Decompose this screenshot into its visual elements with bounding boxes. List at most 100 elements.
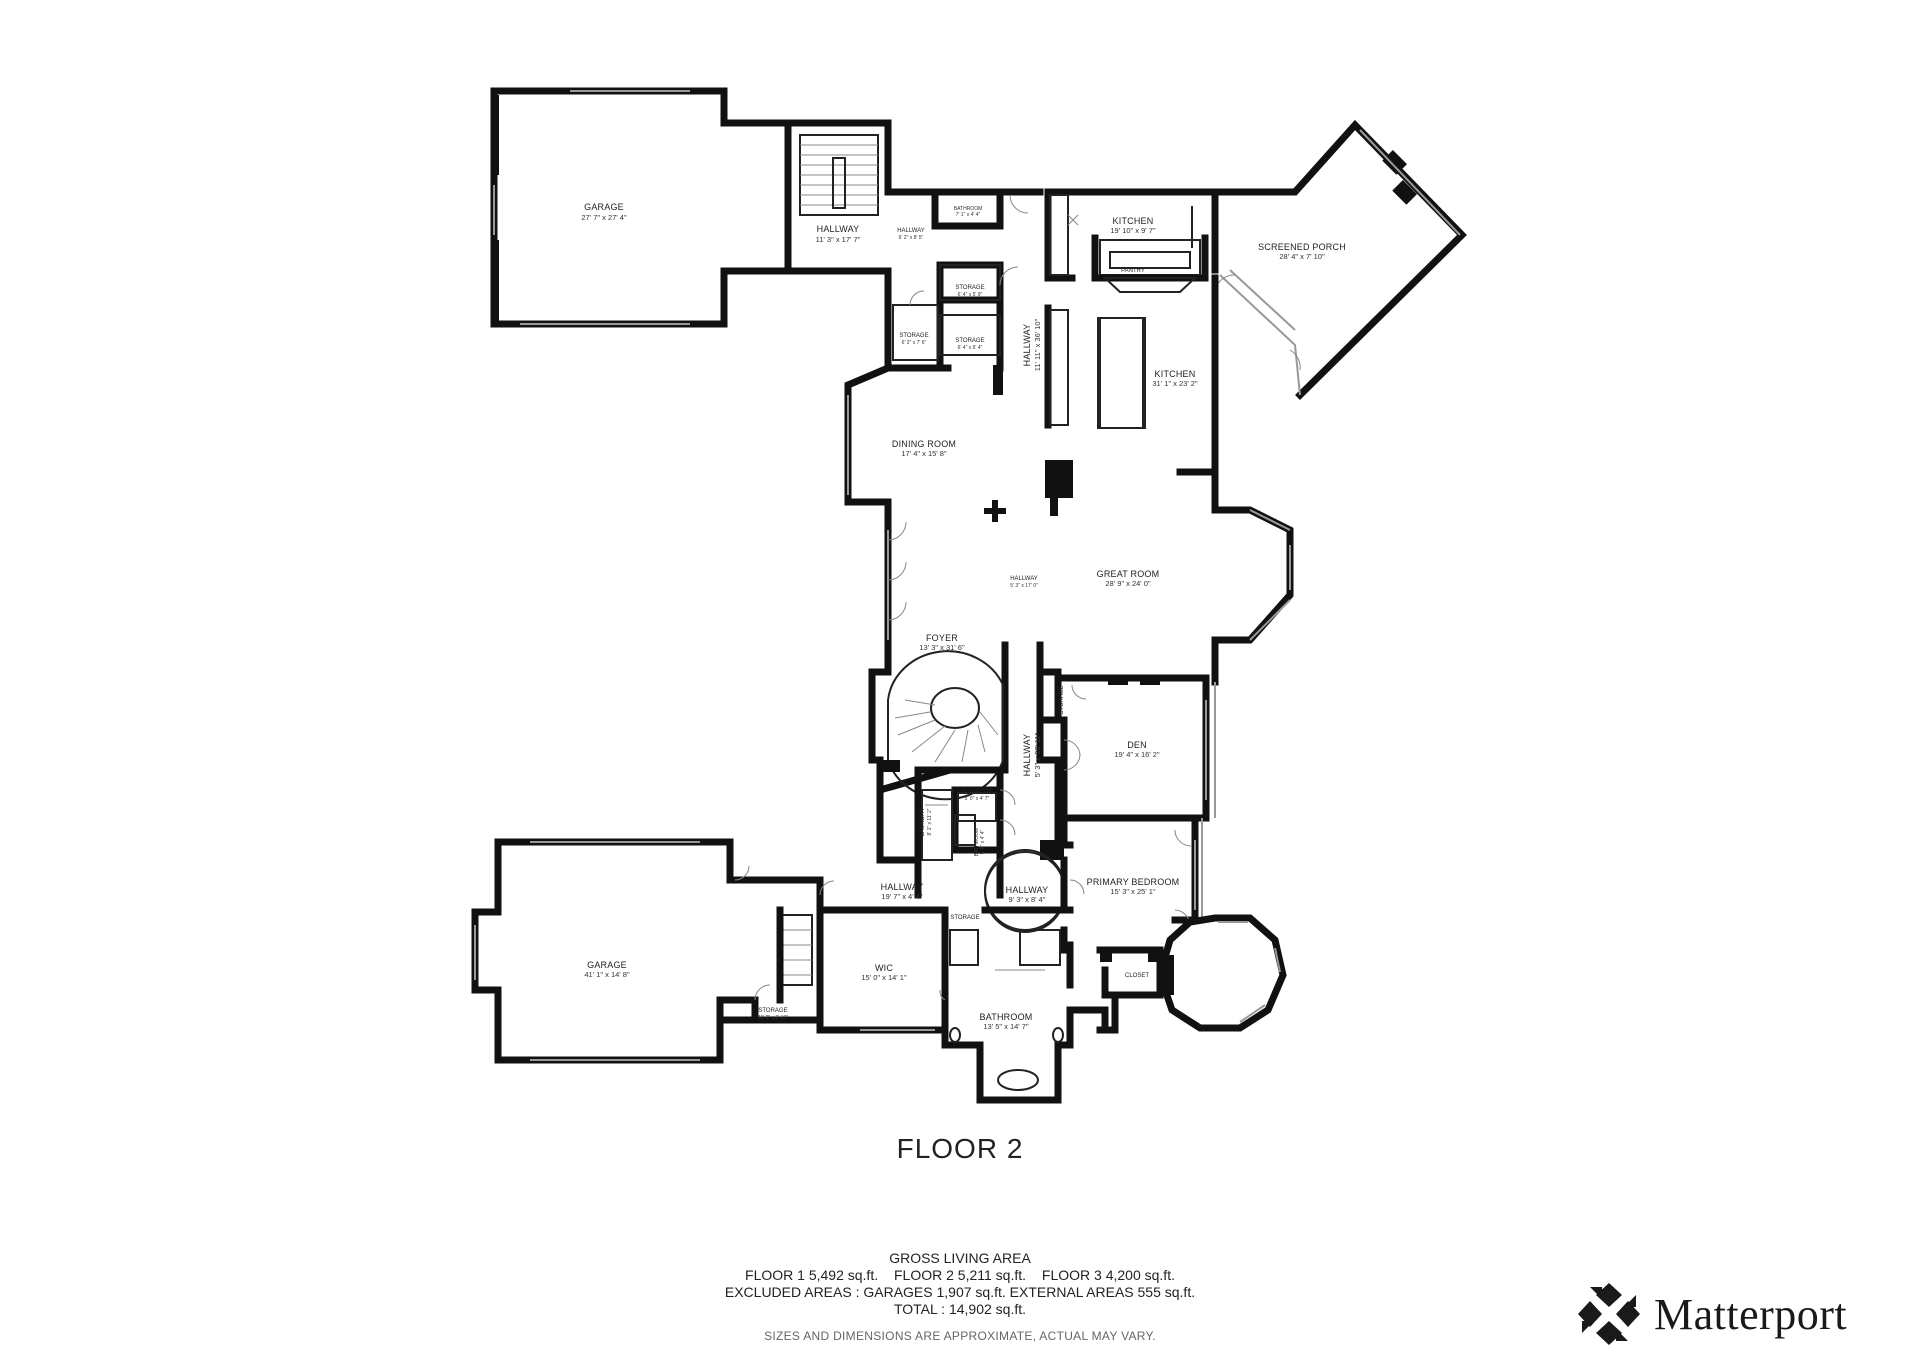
svg-text:5' 3" x 17' 0": 5' 3" x 17' 0" <box>1010 583 1038 589</box>
room-label-storage-c: STORAGE 6' 4" x 6' 4" <box>955 338 984 351</box>
room-label-elevator: ELEVATOR 5' 0" x 4' 7" <box>961 789 993 802</box>
matterport-logo-icon <box>1578 1283 1640 1345</box>
svg-text:STORAGE: STORAGE <box>758 1008 787 1014</box>
svg-text:6' 2" x 7' 6": 6' 2" x 7' 6" <box>902 340 927 346</box>
room-label-hallway-stair: HALLWAY 11' 3" x 17' 7" <box>816 224 861 244</box>
room-label-garage-south: GARAGE 41' 1" x 14' 8" <box>584 960 630 979</box>
svg-text:BATHROOM: BATHROOM <box>980 1012 1033 1022</box>
svg-text:STORAGE: STORAGE <box>899 333 928 339</box>
svg-text:HALLWAY: HALLWAY <box>1022 324 1032 367</box>
wall-laundry-core <box>876 766 1016 899</box>
room-label-storage-b: STORAGE 6' 2" x 7' 6" <box>899 333 928 346</box>
room-label-storage-bath: STORAGE <box>950 915 979 921</box>
room-label-bathroom-small: BATHROOM 7' 1" x 4' 4" <box>954 206 983 218</box>
svg-text:19' 4" x 16' 2": 19' 4" x 16' 2" <box>1114 750 1160 759</box>
svg-text:11' 2" x 3' 10": 11' 2" x 3' 10" <box>758 1015 788 1021</box>
svg-text:HALLWAY: HALLWAY <box>881 882 924 892</box>
wall-garage-south <box>471 838 824 1064</box>
svg-text:KITCHEN: KITCHEN <box>1113 216 1154 226</box>
wall-primary-bath <box>941 906 1109 1104</box>
svg-text:GARAGE: GARAGE <box>587 960 627 970</box>
room-label-pantry: PANTRY <box>1121 268 1145 274</box>
room-label-hallway-den: HALLWAY 5' 3" x 23' 11" <box>1022 732 1042 777</box>
summary-floor3: FLOOR 3 4,200 sq.ft. <box>1041 1267 1175 1283</box>
svg-text:19' 10" x 9' 7": 19' 10" x 9' 7" <box>1110 226 1156 235</box>
room-label-storage-den: STORAGE <box>1059 685 1065 714</box>
svg-text:13' 5" x 14' 7": 13' 5" x 14' 7" <box>983 1022 1029 1031</box>
svg-text:41' 1" x 14' 8": 41' 1" x 14' 8" <box>584 970 630 979</box>
summary-total: TOTAL : 14,902 sq.ft. <box>893 1301 1027 1317</box>
svg-text:31' 1" x 23' 2": 31' 1" x 23' 2" <box>1152 379 1198 388</box>
svg-text:15' 3" x 25' 1": 15' 3" x 25' 1" <box>1110 887 1156 896</box>
svg-text:6' 2" x 8' 5": 6' 2" x 8' 5" <box>899 235 924 241</box>
wall-main-living <box>844 274 1294 764</box>
room-label-hallway-long: HALLWAY 11' 11" x 36' 10" <box>1022 318 1042 371</box>
wall-den <box>1036 668 1216 822</box>
area-summary: GROSS LIVING AREA FLOOR 1 5,492 sq.ft. F… <box>0 1250 1920 1318</box>
room-label-screened-porch: SCREENED PORCH 28' 4" x 7' 10" <box>1258 242 1346 261</box>
summary-floor2: FLOOR 2 5,211 sq.ft. <box>893 1267 1027 1283</box>
svg-text:HALLWAY: HALLWAY <box>817 224 860 234</box>
svg-text:STORAGE: STORAGE <box>950 915 979 921</box>
svg-text:BATHROOM: BATHROOM <box>974 828 980 857</box>
room-label-primary-bedroom: PRIMARY BEDROOM 15' 3" x 25' 1" <box>1087 877 1180 896</box>
svg-text:BATHROOM: BATHROOM <box>954 206 983 212</box>
svg-text:5' 0" x 4' 7": 5' 0" x 4' 7" <box>965 796 990 802</box>
room-label-storage-a: STORAGE 6' 4" x 5' 9" <box>955 285 984 298</box>
svg-text:PRIMARY BEDROOM: PRIMARY BEDROOM <box>1087 877 1180 887</box>
svg-text:CLOSET: CLOSET <box>1125 973 1149 979</box>
floor-title: FLOOR 2 <box>896 1133 1024 1164</box>
svg-text:27' 7" x 27' 4": 27' 7" x 27' 4" <box>581 213 627 222</box>
svg-text:11' 11" x 36' 10": 11' 11" x 36' 10" <box>1033 318 1042 371</box>
svg-text:17' 4" x 15' 8": 17' 4" x 15' 8" <box>901 449 947 458</box>
summary-heading: GROSS LIVING AREA <box>889 1250 1031 1266</box>
svg-text:GARAGE: GARAGE <box>584 202 624 212</box>
svg-text:SCREENED PORCH: SCREENED PORCH <box>1258 242 1346 252</box>
svg-text:9' 3" x 8' 4": 9' 3" x 8' 4" <box>1009 895 1046 904</box>
room-label-bathroom-primary: BATHROOM 13' 5" x 14' 7" <box>980 1012 1033 1031</box>
svg-text:28' 4" x 7' 10": 28' 4" x 7' 10" <box>1279 252 1325 261</box>
svg-text:STORAGE: STORAGE <box>1059 685 1065 714</box>
room-label-bathroom-mid: BATHROOM 5' 0" x 4' 4" <box>974 828 986 857</box>
room-label-foyer: FOYER 13' 3" x 31' 6" <box>919 633 965 652</box>
svg-text:8' 1" x 11' 2": 8' 1" x 11' 2" <box>927 808 933 835</box>
brand-name: Matterport <box>1654 1289 1848 1339</box>
svg-text:LAUNDRY: LAUNDRY <box>920 808 926 837</box>
svg-text:HALLWAY: HALLWAY <box>1006 885 1049 895</box>
svg-text:DEN: DEN <box>1127 740 1147 750</box>
wall-service-core <box>884 188 1044 395</box>
room-label-laundry: LAUNDRY 8' 1" x 11' 2" <box>920 808 933 837</box>
room-label-hallway-center: HALLWAY 5' 3" x 17' 0" <box>1010 576 1038 589</box>
summary-floors: FLOOR 1 5,492 sq.ft. FLOOR 2 5,211 sq.ft… <box>0 1267 1920 1284</box>
disclaimer: SIZES AND DIMENSIONS ARE APPROXIMATE, AC… <box>764 1329 1156 1343</box>
room-label-hallway-round: HALLWAY 9' 3" x 8' 4" <box>1006 885 1049 904</box>
room-label-hallway-small: HALLWAY 6' 2" x 8' 5" <box>897 228 925 241</box>
svg-text:6' 4" x 6' 4": 6' 4" x 6' 4" <box>958 345 983 351</box>
room-label-closet: CLOSET <box>1125 973 1149 979</box>
wall-closet <box>1096 946 1164 1034</box>
svg-text:WIC: WIC <box>875 963 893 973</box>
summary-floor1: FLOOR 1 5,492 sq.ft. <box>745 1267 879 1283</box>
room-label-kitchen-upper: KITCHEN 19' 10" x 9' 7" <box>1110 216 1156 235</box>
svg-text:HALLWAY: HALLWAY <box>1022 734 1032 777</box>
wall-wic <box>726 876 949 1034</box>
svg-text:FOYER: FOYER <box>926 633 958 643</box>
brand: Matterport <box>1576 1278 1847 1350</box>
svg-text:11' 3" x 17' 7": 11' 3" x 17' 7" <box>816 235 861 244</box>
svg-text:19' 7" x 4' 4": 19' 7" x 4' 4" <box>881 892 922 901</box>
svg-text:5' 3" x 23' 11": 5' 3" x 23' 11" <box>1033 732 1042 777</box>
wall-screened-porch <box>1211 119 1467 400</box>
room-label-kitchen: KITCHEN 31' 1" x 23' 2" <box>1152 369 1198 388</box>
svg-text:HALLWAY: HALLWAY <box>1010 576 1038 582</box>
svg-text:ELEVATOR: ELEVATOR <box>961 789 993 795</box>
room-label-great-room: GREAT ROOM 28' 9" x 24' 0" <box>1097 569 1159 588</box>
room-label-hallway-west: HALLWAY 19' 7" x 4' 4" <box>881 882 924 901</box>
summary-excluded: EXCLUDED AREAS : GARAGES 1,907 sq.ft. EX… <box>724 1284 1196 1300</box>
svg-text:5' 0" x 4' 4": 5' 0" x 4' 4" <box>980 829 986 854</box>
svg-text:HALLWAY: HALLWAY <box>897 228 925 234</box>
wall-stair-hall <box>784 119 892 372</box>
svg-text:7' 1" x 4' 4": 7' 1" x 4' 4" <box>956 212 981 218</box>
wall-kitchen <box>1044 188 1219 429</box>
room-label-dining-room: DINING ROOM 17' 4" x 15' 8" <box>892 439 956 458</box>
